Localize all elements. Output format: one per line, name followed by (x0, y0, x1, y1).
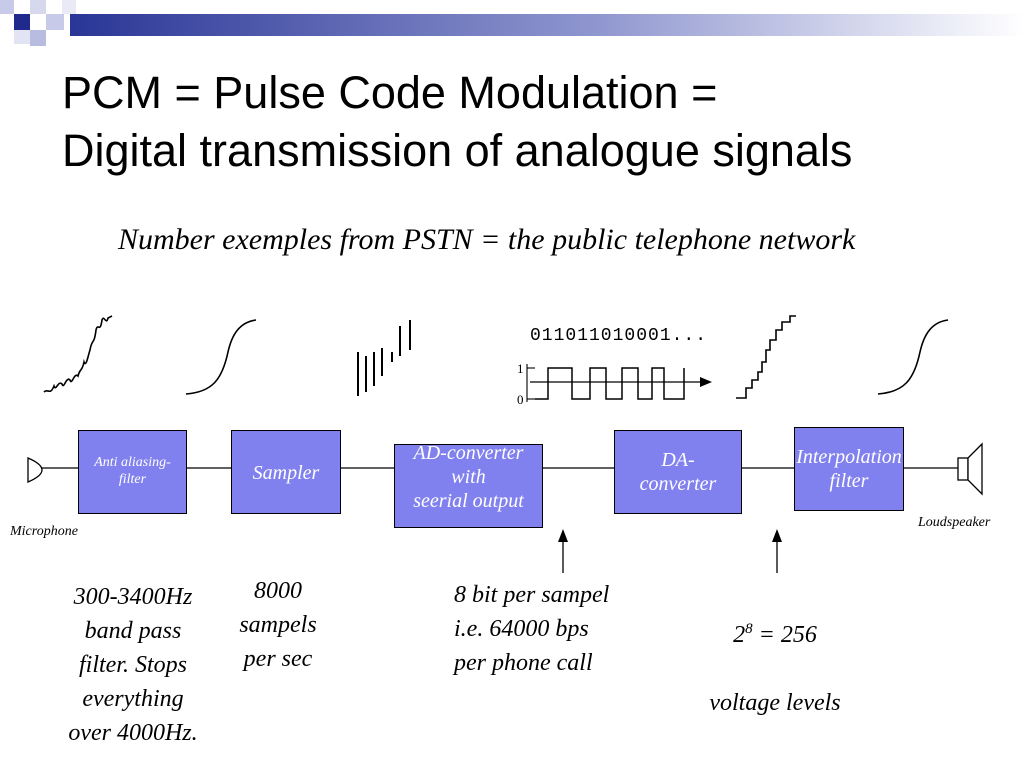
levels-result: = 256 (752, 622, 817, 648)
arrow-up-icon (772, 529, 782, 573)
da-converter-label: DA- converter (639, 449, 717, 495)
header-decoration (0, 0, 1024, 46)
interpolation-filter-block: Interpolation filter (794, 427, 904, 511)
filter-note: 300-3400Hz band pass filter. Stops every… (68, 584, 198, 746)
sampler-block: Sampler (231, 430, 341, 514)
reconstructed-curve-icon (877, 319, 949, 395)
title-line-2: Digital transmission of analogue signals (62, 125, 853, 176)
slide-subtitle: Number exemples from PSTN = the public t… (118, 223, 856, 256)
loudspeaker-icon (957, 442, 983, 496)
levels-exponent: 8 (745, 621, 753, 637)
sample-pulses-icon (357, 320, 411, 396)
level-high-label: 1 (517, 361, 524, 376)
microphone-label: Microphone (10, 524, 78, 539)
sample-rate-note: 8000 sampels per sec (239, 578, 317, 672)
ad-converter-block: AD-converter with seerial output (394, 442, 543, 528)
title-line-1: PCM = Pulse Code Modulation = (62, 67, 718, 118)
anti-aliasing-filter-label: Anti aliasing- filter (94, 455, 171, 487)
interpolation-filter-label: Interpolation filter (796, 446, 902, 492)
anti-aliasing-filter-block: Anti aliasing- filter (78, 430, 187, 514)
level-low-label: 0 (517, 392, 524, 407)
microphone-icon (27, 457, 43, 483)
bit-rate-note: 8 bit per sampel i.e. 64000 bps per phon… (454, 582, 610, 676)
sampler-label: Sampler (252, 462, 320, 484)
levels-base: 2 (733, 622, 746, 648)
arrow-up-icon (558, 529, 568, 573)
noisy-waveform-icon (43, 315, 113, 393)
da-converter-block: DA- converter (614, 430, 742, 514)
slide-title: PCM = Pulse Code Modulation = Digital tr… (62, 64, 1002, 180)
staircase-waveform-icon (736, 315, 796, 399)
bitstream-waveform-icon (526, 364, 712, 402)
bit-string: 011011010001... (530, 326, 708, 346)
loudspeaker-label: Loudspeaker (918, 515, 991, 530)
voltage-levels-note: 28 = 256 voltage levels (690, 578, 860, 754)
filtered-curve-icon (185, 319, 257, 395)
voltage-levels-caption: voltage levels (709, 690, 841, 716)
voltage-levels-formula: 28 = 256 (690, 612, 860, 652)
ad-converter-label: AD-converter with seerial output (413, 442, 524, 512)
